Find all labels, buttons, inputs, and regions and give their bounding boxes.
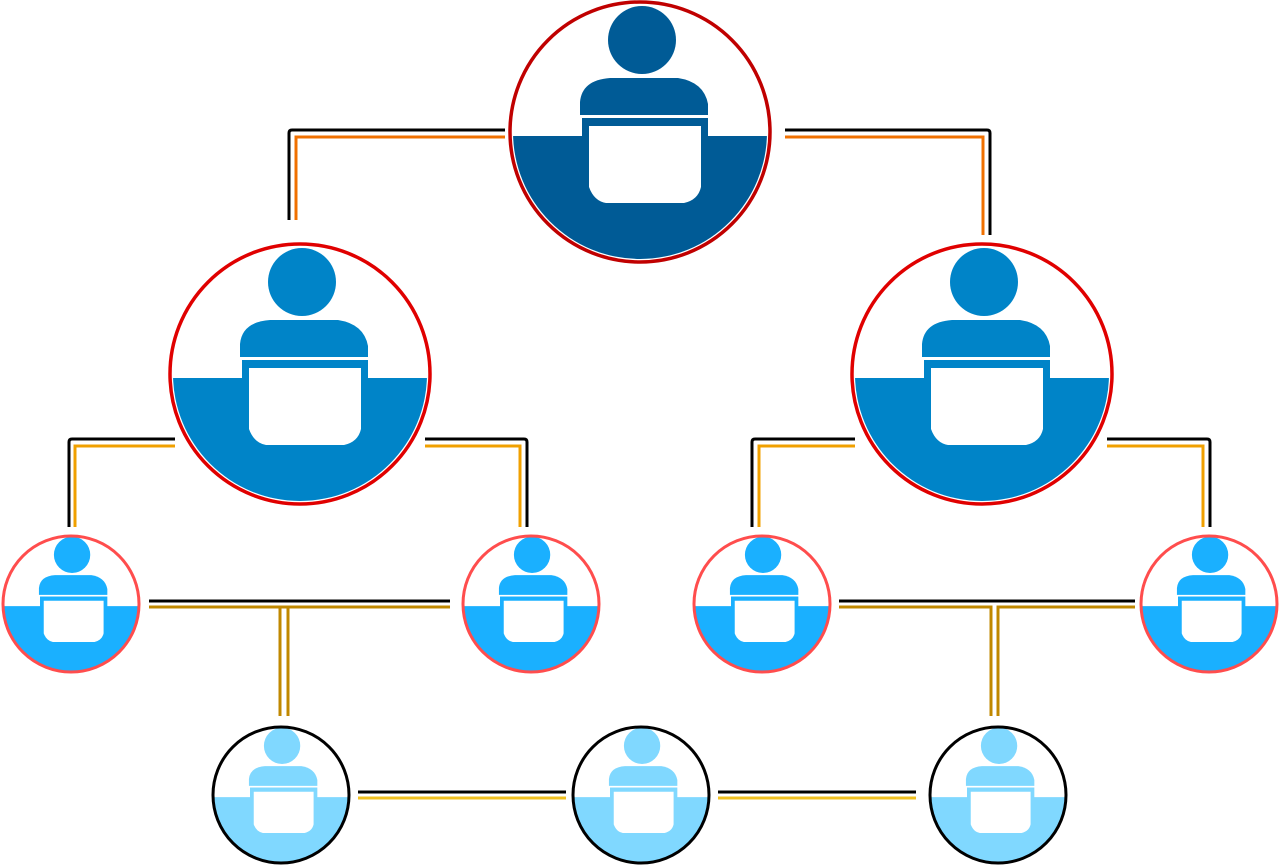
connector-bottom-peers [358,790,916,800]
connector-team-right [839,599,1135,716]
node-member-1[interactable] [206,725,356,868]
node-border [692,534,832,674]
node-manager-right[interactable] [842,242,1122,518]
node-team-lead-4[interactable] [1134,534,1280,681]
node-border [461,534,601,674]
connector-left-manager-children [67,437,529,527]
node-member-3[interactable] [923,725,1073,868]
connector-team-left [149,599,450,716]
connector-root-to-left [287,128,505,220]
node-team-lead-3[interactable] [687,534,837,681]
node-root[interactable] [500,0,780,276]
node-border [1139,534,1279,674]
node-manager-left[interactable] [160,242,440,518]
node-border [571,725,711,865]
node-border [508,0,772,264]
person-at-laptop-icon [923,728,1073,868]
connector-right-manager-children [750,437,1212,527]
node-border [1,534,141,674]
node-border [850,242,1114,506]
connector-root-to-right [785,128,992,235]
node-team-lead-1[interactable] [0,534,146,681]
person-at-laptop-icon [206,728,356,868]
node-member-2[interactable] [566,725,716,868]
node-team-lead-2[interactable] [456,534,606,681]
node-border [168,242,432,506]
node-border [211,725,351,865]
node-border [928,725,1068,865]
person-at-laptop-icon [566,728,716,868]
